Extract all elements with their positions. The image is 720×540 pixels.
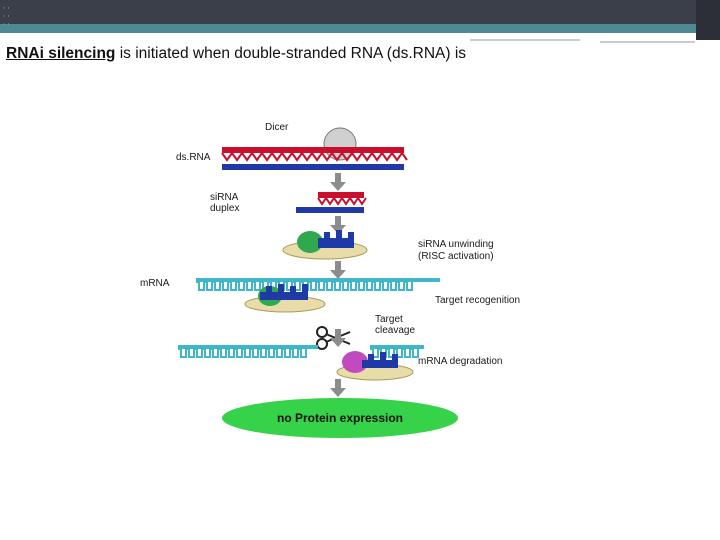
label-no-protein-expression: no Protein expression: [277, 411, 403, 425]
label-dsrna: ds.RNA: [176, 152, 211, 163]
risc-complex: [283, 230, 367, 259]
label-mrna-degradation: mRNA degradation: [418, 356, 503, 367]
header-bar: [0, 0, 720, 24]
label-mrna: mRNA: [140, 278, 170, 289]
decorative-line: [600, 41, 695, 43]
label-sirna: siRNA: [210, 192, 239, 203]
mrna-fragment-left: [178, 345, 318, 357]
slide-text-rest: is initiated when double-stranded RNA (d…: [115, 45, 466, 62]
label-duplex: duplex: [210, 203, 239, 214]
dsrna-strand: [222, 147, 407, 170]
rnai-pathway-diagram: Dicer ds.RNA siRNA duplex siRNA unwindin…: [130, 110, 600, 450]
label-dicer: Dicer: [265, 122, 289, 133]
mrna-strand: [196, 278, 440, 290]
slide-text: RNAi silencing is initiated when double-…: [6, 45, 706, 63]
header-corner: [696, 0, 720, 40]
label-cleavage: cleavage: [375, 325, 415, 336]
header-accent-bar: [0, 24, 720, 33]
label-target: Target: [375, 314, 403, 325]
label-risc-activation: (RISC activation): [418, 251, 494, 262]
term-rnai-silencing: RNAi silencing: [6, 45, 115, 62]
sirna-duplex: [296, 192, 366, 213]
label-target-recognition: Target recogenition: [435, 295, 520, 306]
decorative-line: [470, 39, 580, 41]
label-unwinding: siRNA unwinding: [418, 239, 494, 250]
side-marker: ∙ ∙ ∙ ∙ ∙ ∙: [3, 4, 13, 44]
